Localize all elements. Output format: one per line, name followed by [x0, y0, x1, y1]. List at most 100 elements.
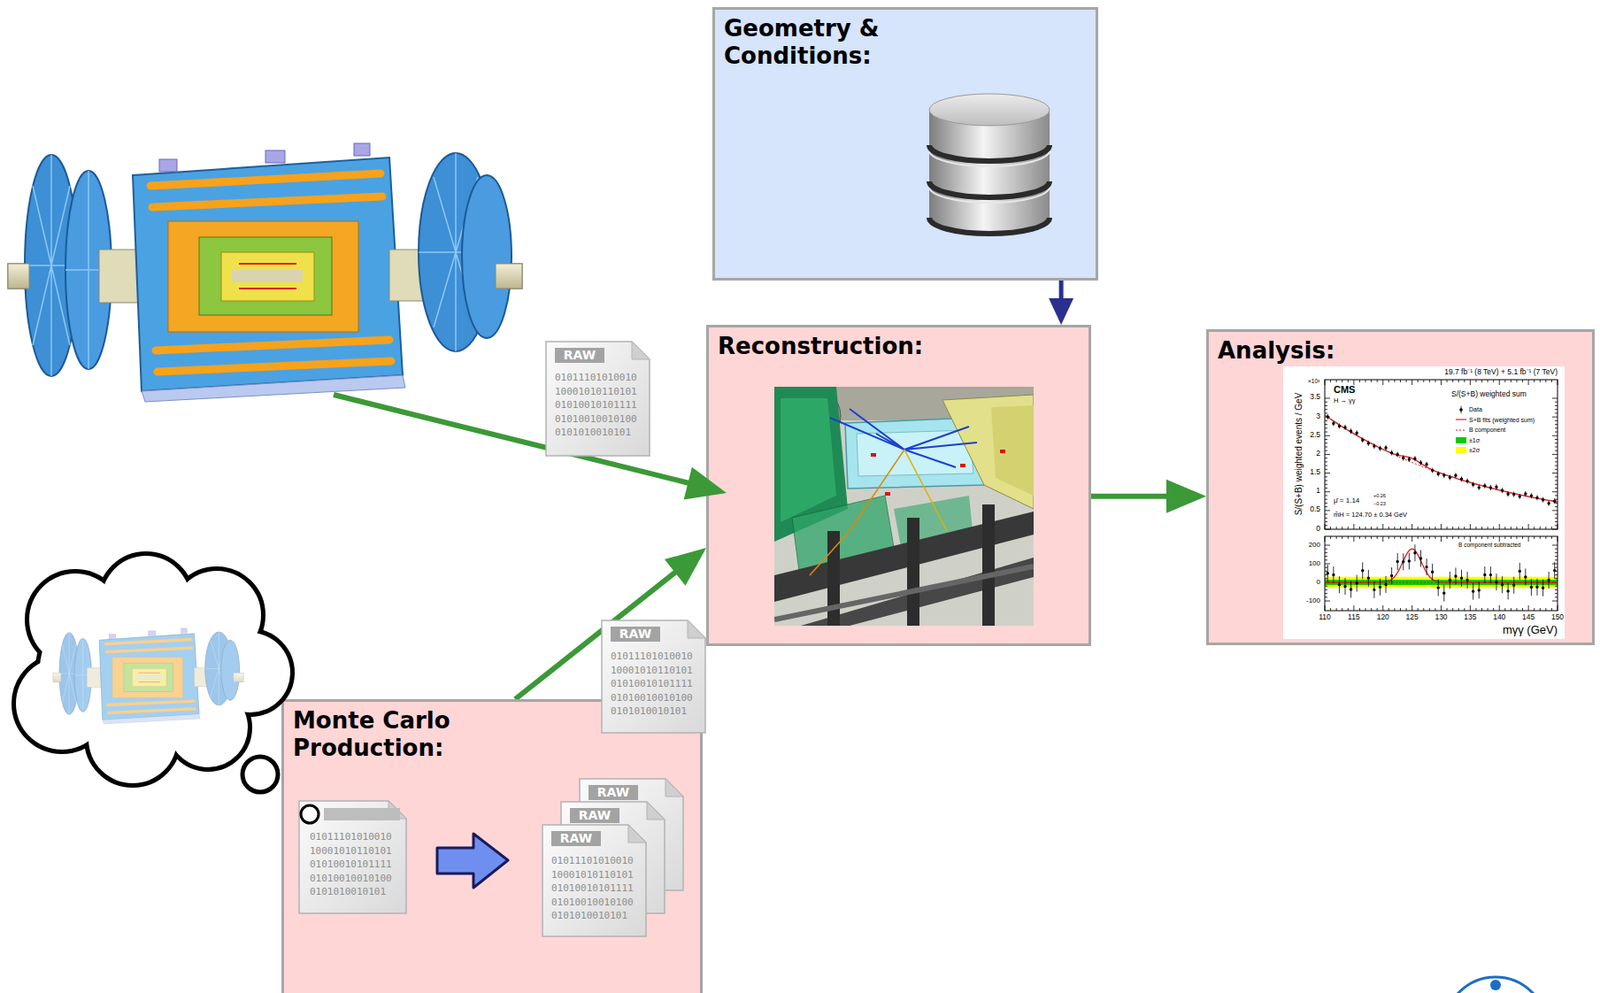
detector-data-arrow-part — [333, 394, 690, 484]
event-display-part — [942, 394, 1034, 509]
database-icon-part — [929, 109, 1050, 234]
atlas-detector-part — [159, 159, 177, 172]
thought-cloud-part-part — [210, 632, 291, 713]
axis-ticks — [1324, 379, 1558, 611]
binary-text: 01011101010010 — [551, 854, 634, 867]
event-display-part — [907, 517, 920, 626]
raw-file-icon-part — [300, 805, 319, 824]
legend-title: S/(S+B) weighted sum — [1451, 390, 1527, 400]
atlas-detector-part — [7, 263, 30, 289]
raw-file-icon-part — [631, 341, 650, 360]
file-type-tag: RAW — [563, 347, 596, 363]
tick-label: 140 — [1492, 613, 1506, 623]
tick-label: 200 — [1308, 540, 1321, 549]
event-display-part — [991, 405, 1034, 496]
raw-file-icon-part — [551, 830, 601, 847]
binary-text: 0101010010101 — [554, 426, 631, 439]
atlas-detector — [7, 143, 523, 402]
thought-cloud-part-part — [168, 687, 248, 768]
arrow-shaft — [1059, 280, 1064, 300]
atlas-detector-part — [24, 154, 78, 377]
legend-text: ±2σ — [1469, 446, 1480, 454]
thought-cloud-part-part — [172, 570, 262, 660]
binary-text: 0101010010101 — [610, 705, 687, 717]
file-type-tag: RAW — [578, 807, 611, 824]
binary-text: 01011101010010 — [610, 650, 693, 662]
tick-label: 135 — [1463, 613, 1477, 623]
raw-file-icon-part — [610, 626, 661, 642]
raw-file-icon-part — [646, 801, 665, 820]
legend-swatch — [1455, 437, 1467, 444]
binary-text: 10001010110101 — [551, 869, 634, 881]
event-display-part — [830, 408, 977, 468]
background-curve — [1324, 415, 1558, 502]
event-display-part — [904, 449, 947, 531]
mass-plot-part — [1283, 366, 1565, 639]
atlas-detector-part — [495, 263, 523, 289]
legend-swatch — [1455, 446, 1467, 454]
tick-label: 150 — [1551, 613, 1564, 623]
event-display-part — [774, 386, 848, 542]
thought-cloud-part-part — [101, 555, 191, 645]
error-bars — [1327, 414, 1554, 602]
legend-row: ±1σ — [1455, 436, 1480, 445]
database-icon-part — [929, 181, 1050, 198]
tick-label: 1 — [1315, 486, 1321, 496]
atlas-detector-part — [168, 221, 359, 332]
file-type-tag: RAW — [560, 830, 593, 847]
box-title: Reconstruction: — [717, 332, 924, 361]
error-bands-part — [1324, 576, 1558, 589]
event-display-part — [845, 417, 985, 489]
binary-text: 0101010010101 — [551, 909, 628, 922]
legend-text: S+B fits (weighted sum) — [1469, 415, 1535, 424]
database-icon — [929, 93, 1050, 234]
thought-cloud-part — [242, 756, 278, 793]
database-icon-part — [929, 186, 1050, 203]
tick-label: 0 — [1315, 524, 1321, 534]
raw-file-icon-part — [665, 778, 684, 797]
thought-cloud-part — [15, 555, 291, 784]
file-icons — [299, 341, 706, 937]
event-display-part — [982, 504, 995, 626]
error-bands-part — [1324, 579, 1558, 585]
logo — [1444, 976, 1547, 993]
legend-text: ±1σ — [1469, 436, 1480, 445]
arrow-head — [1048, 298, 1074, 325]
binary-text: 01010010101111 — [610, 677, 693, 690]
event-display-part — [960, 463, 966, 468]
tick-label: 3 — [1315, 412, 1321, 422]
binary-text: 01010010101111 — [554, 399, 638, 411]
luminosity-note: 19.7 fb⁻¹ (8 TeV) + 5.1 fb⁻¹ (7 TeV) — [1444, 368, 1558, 377]
legend-row: B component — [1455, 425, 1506, 434]
atlas-detector-part-part — [150, 173, 392, 372]
legend-row: ±2σ — [1455, 446, 1480, 454]
atlas-detector-part — [353, 143, 370, 156]
database-icon-part — [929, 93, 1050, 126]
binary-text: 01010010010100 — [610, 692, 693, 704]
flow-arrow — [1048, 280, 1074, 325]
atlas-detector-part — [65, 170, 112, 370]
raw-file-icon — [546, 341, 650, 456]
event-display-part — [774, 566, 1034, 620]
signal-curve — [1324, 548, 1558, 583]
file-type-tag: RAW — [619, 626, 652, 642]
tick-label: 2.5 — [1309, 430, 1321, 440]
raw-file-icon-part — [388, 800, 407, 819]
logo-part — [1490, 979, 1501, 991]
data-points — [1327, 416, 1554, 593]
thought-cloud — [15, 555, 291, 793]
atlas-detector-part — [418, 153, 493, 352]
axis-multiplier: ×10³ — [1307, 377, 1320, 385]
raw-file-icon — [542, 824, 647, 937]
atlas-detector-part — [141, 375, 406, 402]
event-display-part — [823, 386, 1034, 421]
fit-error: +0.26 — [1373, 492, 1386, 499]
thought-cloud-part-part — [88, 694, 177, 784]
binary-text: 0101010010101 — [309, 885, 386, 898]
error-bands — [1324, 576, 1558, 589]
binary-text: 01010010010100 — [554, 413, 638, 425]
logo-part — [1444, 976, 1547, 993]
tick-label: 120 — [1376, 613, 1390, 623]
